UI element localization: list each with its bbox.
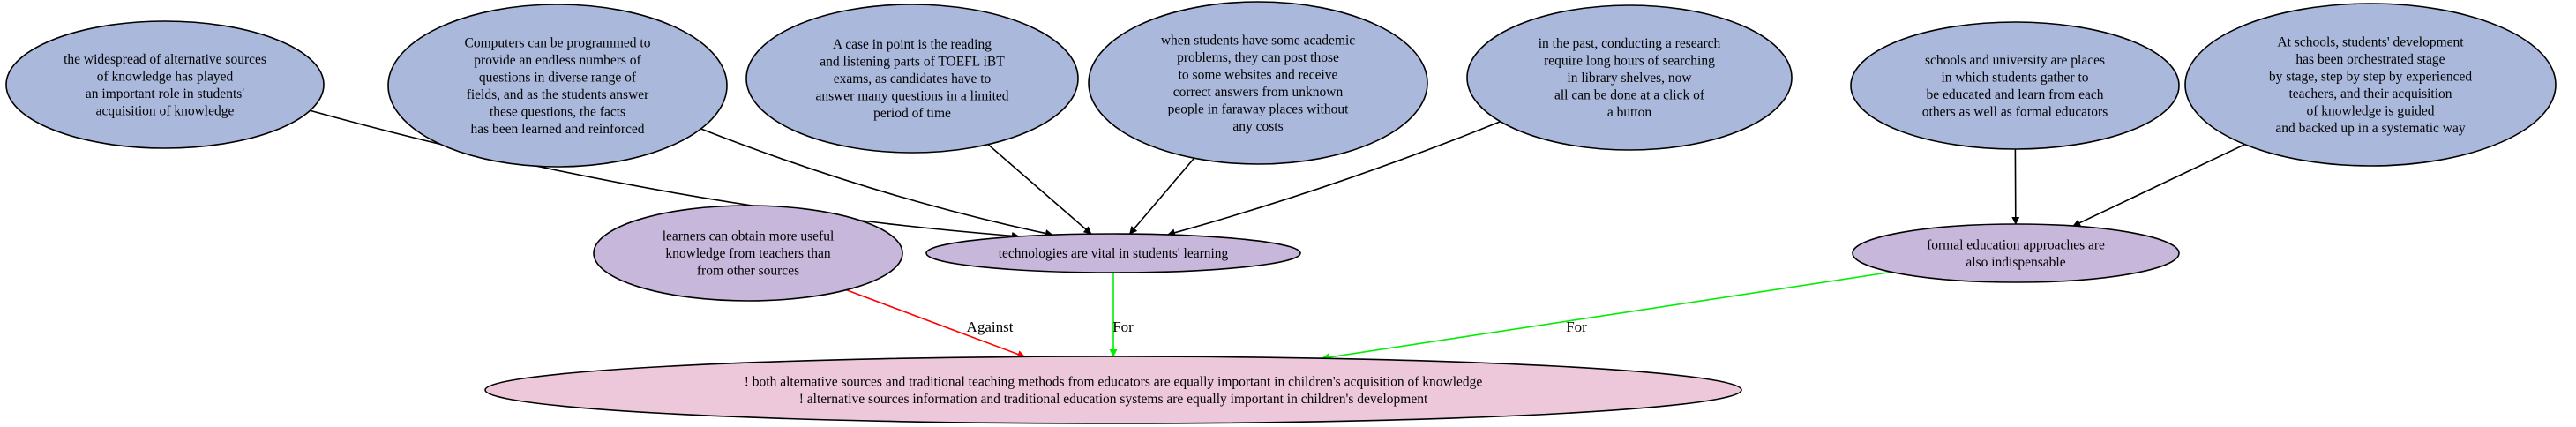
edge-support-p1-to-t1 (310, 109, 1020, 240)
node-text-line: answer many questions in a limited (815, 89, 1008, 104)
node-text-line: teachers, and their acquisition (2288, 86, 2452, 101)
node-ellipse (745, 4, 1079, 154)
node-text-line: require long hours of searching (1544, 54, 1715, 69)
node-ellipse (1466, 4, 1793, 151)
node-premise-p2: Computers can be programmed to provide an… (387, 4, 728, 168)
node-premise-p5: in the past, conducting a research requir… (1466, 4, 1793, 151)
edge-label-against: Against (967, 318, 1014, 335)
node-text-line: of knowledge has played (97, 69, 234, 84)
node-text-line: has been learned and reinforced (470, 122, 644, 137)
node-text-line: provide an endless numbers of (474, 53, 641, 68)
node-text-line: learners can obtain more useful (663, 229, 835, 244)
node-text-line: problems, they can post those (1177, 50, 1339, 65)
edge-support-p2-to-t1 (700, 128, 1053, 237)
node-text-line: has been orchestrated stage (2295, 52, 2445, 67)
edge-label-for: For (1112, 318, 1134, 335)
node-text-line: A case in point is the reading (833, 37, 992, 52)
node-text-line: an important role in students' (86, 86, 244, 101)
edge-support-p4-to-t1 (1129, 157, 1195, 235)
node-text-line: in library shelves, now (1567, 71, 1692, 86)
node-text-line: schools and university are places (1925, 53, 2105, 68)
node-text-line: also indispensable (1966, 255, 2065, 270)
node-premise-p6: schools and university are places in whic… (1850, 21, 2180, 150)
node-ellipse (925, 233, 1301, 273)
node-text-line: any costs (1232, 119, 1283, 134)
edge-labels-layer: Against For For (967, 318, 1588, 335)
node-text-line: when students have some academic (1161, 33, 1355, 48)
node-text-line: to some websites and receive (1179, 67, 1338, 82)
edge-against-a1-to-c1 (846, 288, 1026, 358)
node-text-line: be educated and learn from each (1927, 87, 2104, 102)
node-text-line: exams, as candidates have to (834, 71, 992, 86)
node-text-line: formal education approaches are (1927, 237, 2105, 252)
node-intermediate-t1: technologies are vital in students' lear… (925, 233, 1301, 273)
nodes-layer: the widespread of alternative sources of … (5, 1, 2557, 424)
edge-support-p7-to-f1 (2072, 143, 2245, 227)
node-ellipse (1850, 21, 2180, 150)
node-premise-p7: At schools, students' development has bee… (2184, 3, 2557, 167)
node-text-line: period of time (873, 106, 951, 121)
node-text-line: technologies are vital in students' lear… (999, 246, 1229, 261)
node-intermediate-a1: learners can obtain more useful knowledge… (593, 205, 903, 302)
node-text-line: a button (1607, 105, 1652, 120)
node-text-line: all can be done at a click of (1554, 88, 1705, 103)
node-ellipse (1088, 1, 1428, 165)
node-ellipse (5, 20, 325, 149)
node-text-line: At schools, students' development (2277, 34, 2464, 49)
node-text-line: in the past, conducting a research (1539, 36, 1721, 51)
node-text-line: knowledge from teachers than (665, 246, 830, 261)
node-text-line: people in faraway places without (1168, 101, 1350, 116)
edge-for-f1-to-c1 (1321, 271, 1892, 362)
node-intermediate-f1: formal education approaches are also indi… (1852, 223, 2180, 283)
edge-label-for: For (1566, 318, 1587, 335)
node-ellipse (593, 205, 903, 302)
edge-support-p5-to-t1 (1166, 121, 1501, 237)
node-text-line: these questions, the facts (490, 104, 625, 119)
node-conclusion-c1: ! both alternative sources and tradition… (484, 356, 1742, 424)
node-ellipse (2184, 3, 2557, 167)
node-ellipse (1852, 223, 2180, 283)
edge-support-p3-to-t1 (987, 144, 1092, 235)
node-text-line: the widespread of alternative sources (64, 52, 266, 67)
node-text-line: ! both alternative sources and tradition… (745, 374, 1483, 389)
node-text-line: from other sources (697, 264, 799, 279)
node-text-line: in which students gather to (1941, 70, 2088, 85)
node-ellipse (484, 356, 1742, 424)
node-text-line: Computers can be programmed to (465, 35, 651, 50)
node-premise-p4: when students have some academic problems… (1088, 1, 1428, 165)
node-text-line: questions in diverse range of (479, 70, 637, 85)
node-text-line: and backed up in a systematic way (2275, 121, 2465, 136)
node-text-line: by stage, step by step by experienced (2269, 69, 2473, 84)
edges-layer (310, 109, 2245, 362)
node-text-line: acquisition of knowledge (96, 103, 235, 118)
node-text-line: correct answers from unknown (1173, 85, 1344, 100)
node-premise-p1: the widespread of alternative sources of … (5, 20, 325, 149)
node-text-line: others as well as formal educators (1922, 104, 2108, 119)
node-text-line: fields, and as the students answer (467, 87, 649, 102)
node-text-line: ! alternative sources information and tr… (799, 392, 1428, 407)
node-text-line: of knowledge is guided (2306, 103, 2434, 118)
node-ellipse (387, 4, 728, 168)
node-premise-p3: A case in point is the reading and listen… (745, 4, 1079, 154)
node-text-line: and listening parts of TOEFL iBT (820, 55, 1005, 70)
